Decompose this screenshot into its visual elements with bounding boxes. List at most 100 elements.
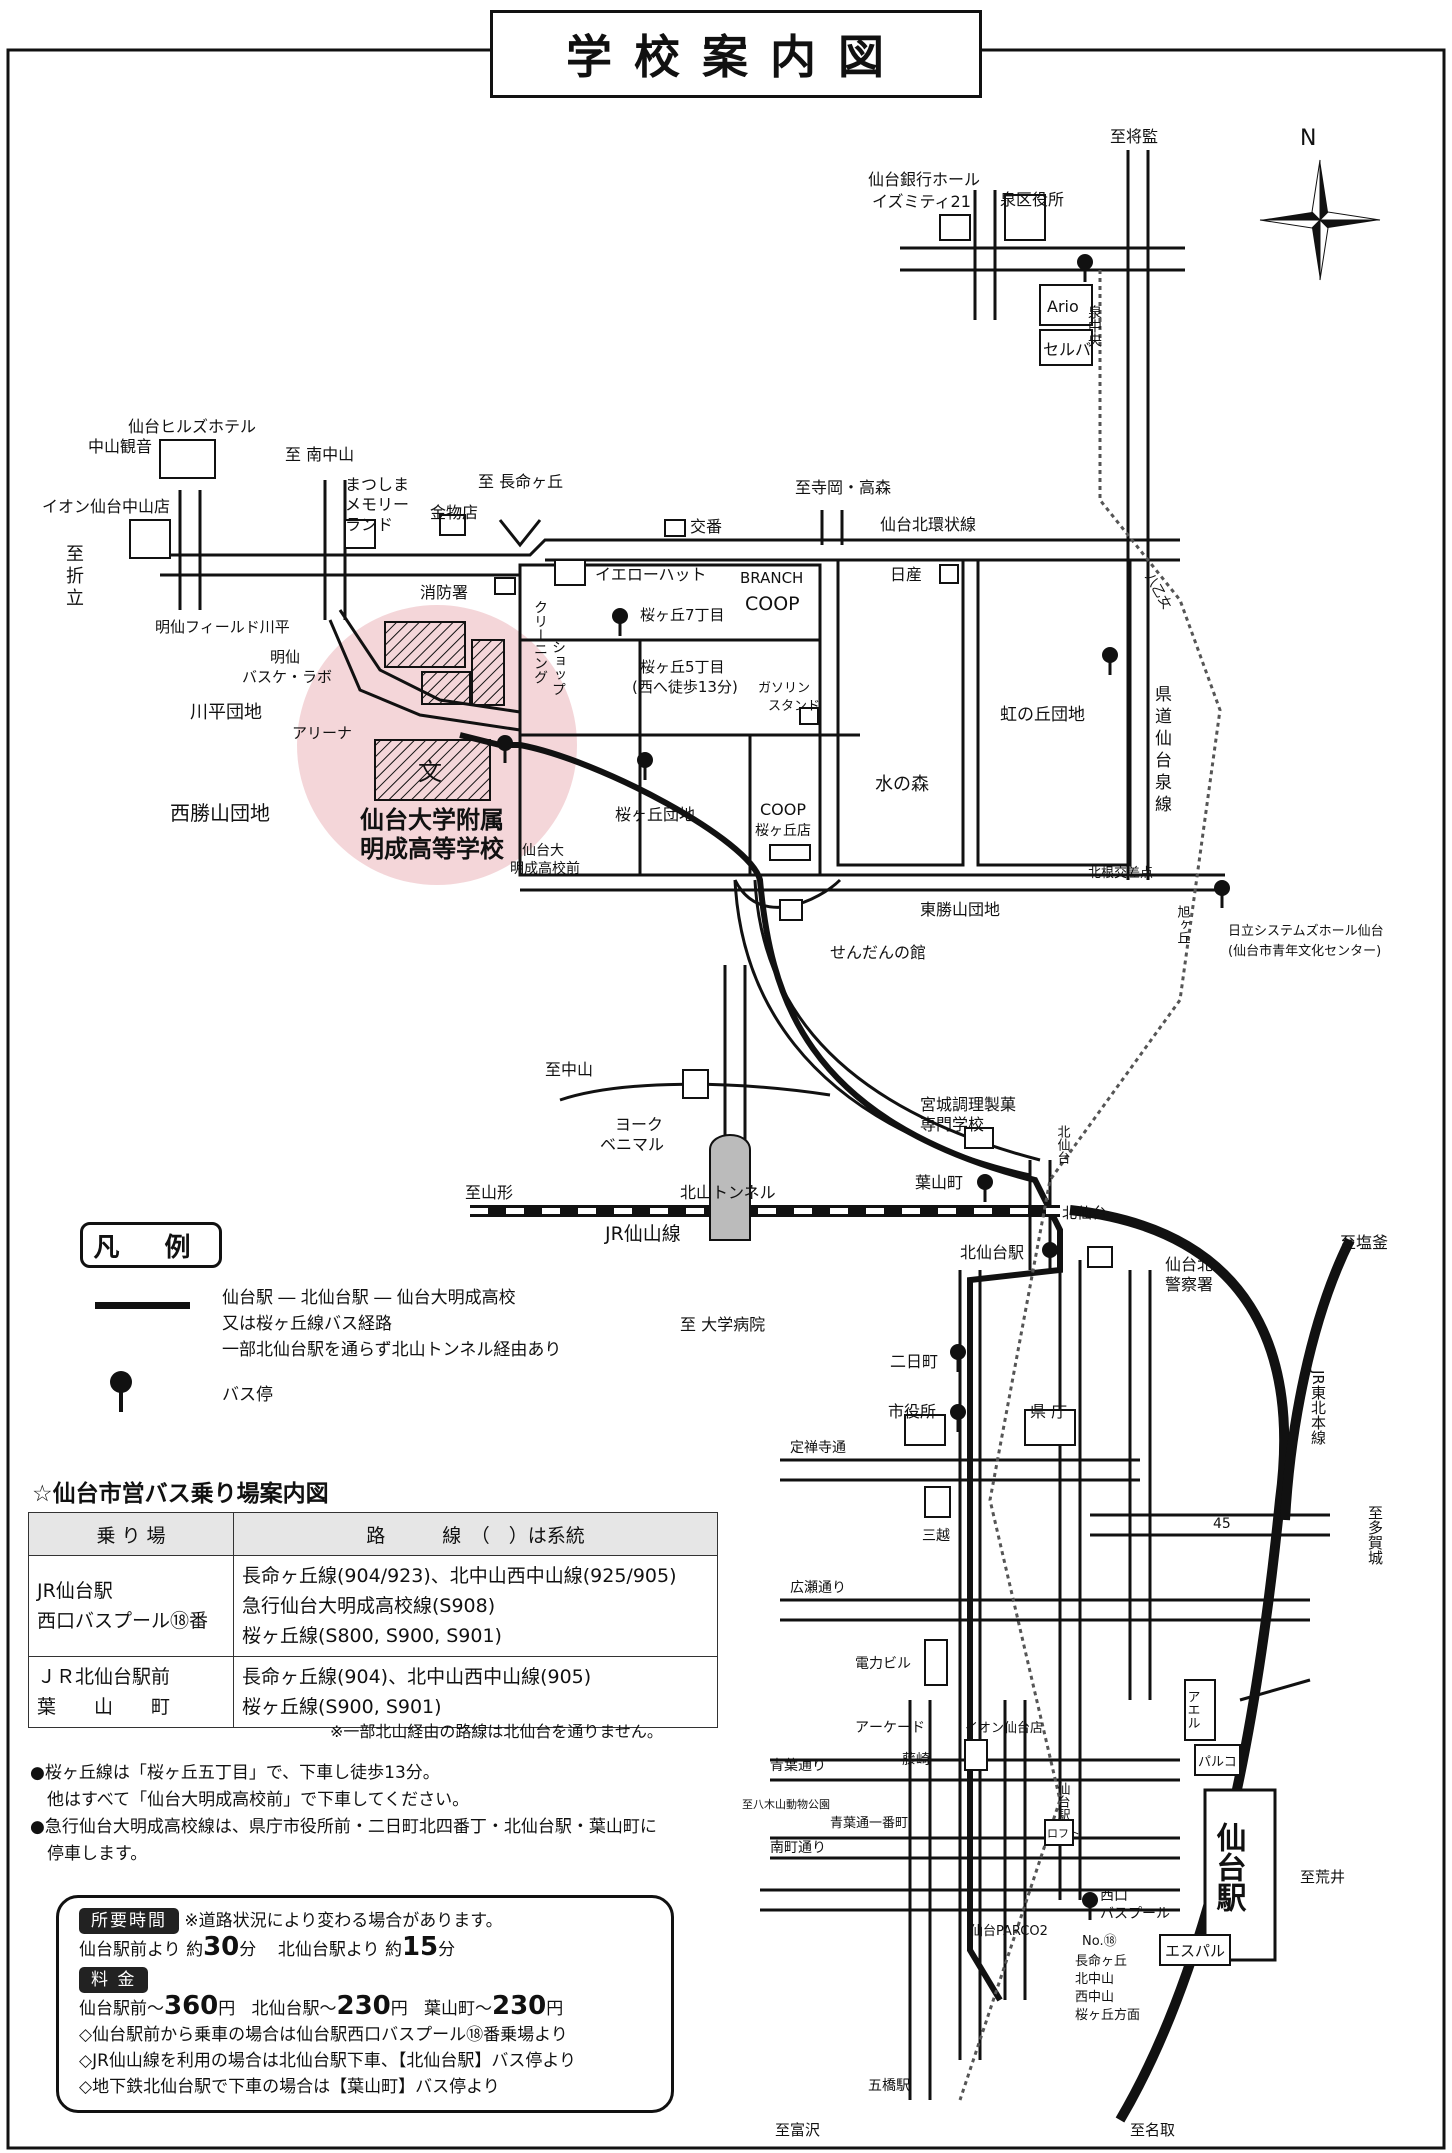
label-niji-danchi: 虹の丘団地 [1000, 705, 1085, 725]
label-futsukamachi: 二日町 [890, 1352, 938, 1371]
label-sendan: せんだんの館 [830, 943, 926, 962]
label-to-oritate-1: 至 [66, 544, 84, 565]
label-hirose: 広瀬通り [790, 1580, 846, 1596]
legend-bus-stop-label: バス停 [222, 1385, 273, 1405]
label-kendo-2: 道 [1155, 707, 1172, 727]
compass-icon [1259, 159, 1381, 281]
label-nishi-katsuyama: 西勝山団地 [170, 801, 270, 825]
label-higashikatsuyama: 東勝山団地 [920, 900, 1000, 919]
legend-bus-stop-icon [110, 1371, 132, 1412]
row2-route-1: 長命ヶ丘線(904)、北中山西中山線(905) [242, 1666, 592, 1688]
school-buildings [374, 621, 505, 801]
time-b-unit: 分 [438, 1940, 456, 1960]
row1-route-2: 急行仙台大明成高校線(S908) [242, 1595, 496, 1617]
row1-route: 長命ヶ丘線(904/923)、北中山西中山線(925/905) 急行仙台大明成高… [233, 1555, 718, 1657]
label-koban: 交番 [690, 517, 722, 536]
label-route45: 45 [1213, 1516, 1231, 1532]
label-kitasendai-eki: 北仙台駅 [960, 1243, 1024, 1262]
row1-route-1: 長命ヶ丘線(904/923)、北中山西中山線(925/905) [242, 1565, 677, 1587]
label-gas-1: ガソリン [758, 681, 810, 696]
info-box: 所要時間 ※道路状況により変わる場合があります。 仙台駅前より 約30分 北仙台… [56, 1895, 674, 2113]
info-bullet-1: ◇仙台駅前から乗車の場合は仙台駅西口バスプール⑱番乗場より [79, 2025, 568, 2045]
label-aeon-nakayama: イオン仙台中山店 [42, 497, 170, 516]
legend-title: 凡 例 [80, 1222, 222, 1268]
label-gas-2: スタンド [768, 699, 820, 714]
label-mizunomori: 水の森 [875, 774, 929, 795]
railway-senzan [470, 1205, 1060, 1217]
label-to-minaminakayama: 至 南中山 [285, 445, 354, 464]
label-baske-2: バスケ・ラボ [242, 668, 332, 686]
label-school-1: 仙台大学附属 [360, 806, 504, 834]
fare-b-value: 230 [336, 1991, 391, 2021]
label-miyagi-cooking-2: 専門学校 [920, 1115, 984, 1134]
label-bun: 文 [418, 758, 442, 786]
label-to-nakayama: 至中山 [545, 1060, 593, 1079]
label-hitachi-1: 日立システムズホール仙台 [1228, 923, 1384, 939]
bus-guide-heading: ☆仙台市営バス乗り場案内図 [32, 1481, 329, 1507]
row2-route: 長命ヶ丘線(904)、北中山西中山線(905) 桜ヶ丘線(S900, S901) [233, 1656, 718, 1728]
label-to-tomizawa: 至富沢 [775, 2121, 820, 2139]
label-kendo-6: 線 [1155, 795, 1172, 815]
label-nishiguchi-2: バスプール [1100, 1906, 1170, 1922]
label-to-oritate-3: 立 [66, 588, 84, 609]
label-kitasendai-line: 北仙台 [1055, 1125, 1071, 1164]
label-arcade: アーケード [855, 1720, 925, 1736]
time-note: ※道路状況により変わる場合があります。 [184, 1911, 503, 1931]
label-matsushima-1: まつしま [345, 475, 409, 494]
map-title: 学校案内図 [490, 10, 982, 98]
notes: ●桜ヶ丘線は「桜ヶ丘五丁目」で、下車し徒歩13分。 他はすべて「仙台大明成高校前… [30, 1760, 730, 1868]
label-nakayama-kannon: 中山観音 [88, 437, 152, 456]
label-sendai-station: 仙台駅 [1211, 1822, 1247, 1913]
label-kitane: 北根交差点 [1088, 865, 1153, 881]
label-meisen-field: 明仙フィールド川平 [155, 618, 290, 636]
label-york-1: ヨーク [615, 1115, 663, 1134]
roads [160, 150, 1330, 2100]
label-hitachi-2: (仙台市青年文化センター) [1228, 943, 1381, 959]
label-york-2: ベニマル [600, 1135, 664, 1154]
label-police-1: 仙台北 [1165, 1255, 1213, 1274]
label-sakuragaoka5-1: 桜ヶ丘5丁目 [640, 658, 725, 676]
note-1: ●桜ヶ丘線は「桜ヶ丘五丁目」で、下車し徒歩13分。 [30, 1763, 440, 1783]
row2-place: ＪＲ北仙台駅前 葉 山 町 [28, 1656, 234, 1728]
label-shishokan: 至将監 [1110, 127, 1158, 146]
label-izumity: イズミティ21 [872, 192, 971, 211]
label-to-nagamachi: 至 長命ヶ丘 [478, 472, 563, 491]
label-seruba: セルバ [1043, 340, 1091, 359]
label-kendo-1: 県 [1155, 685, 1172, 705]
label-police-2: 警察署 [1165, 1275, 1213, 1294]
label-itsutsubashi: 五橋駅 [868, 2078, 910, 2094]
bus-guide-table: 乗 り 場 路 線 （ ）は系統 JR仙台駅 西口バスプール⑱番 長命ヶ丘線(9… [28, 1512, 718, 1728]
label-to-yamagata: 至山形 [465, 1183, 513, 1202]
label-hills-hotel: 仙台ヒルズホテル [128, 417, 256, 436]
col-route: 路 線 （ ）は系統 [233, 1512, 718, 1556]
label-aeon-sendai: イオン仙台店 [965, 1721, 1043, 1736]
label-shobosho: 消防署 [420, 583, 468, 602]
time-b-value: 15 [401, 1932, 439, 1962]
label-parco2: 仙台PARCO2 [970, 1924, 1048, 1939]
label-coop: COOP [745, 593, 800, 615]
label-coop-sakura-1: COOP [760, 800, 806, 819]
label-sendai-bank-hall: 仙台銀行ホール [868, 170, 980, 189]
label-to-daigaku: 至 大学病院 [680, 1315, 765, 1334]
note-4: 停車します。 [30, 1844, 148, 1864]
fare-a-yen: 円 [218, 1999, 236, 2019]
label-no18-dest-4: 桜ヶ丘方面 [1075, 2007, 1140, 2023]
row2-place-2: 葉 山 町 [37, 1696, 171, 1718]
label-kitasendai-station: 北仙台 [1062, 1204, 1107, 1222]
row1-route-3: 桜ヶ丘線(S800, S900, S901) [242, 1625, 502, 1647]
label-kendo-5: 泉 [1155, 773, 1172, 793]
label-cleaning: クリーニング [532, 600, 548, 684]
label-baske-1: 明仙 [270, 648, 300, 666]
label-no18-dest-2: 北中山 [1075, 1972, 1114, 1987]
label-kendo-3: 仙 [1155, 729, 1172, 749]
label-kitayama-tunnel: 北山トンネル [680, 1183, 776, 1202]
label-hayamacho: 葉山町 [915, 1173, 963, 1192]
label-shop: ショップ [550, 640, 566, 696]
label-sakuragaoka-danchi: 桜ヶ丘団地 [615, 805, 695, 824]
label-to-oritate-2: 折 [66, 566, 84, 587]
label-arena: アリーナ [292, 724, 352, 742]
kitayama-tunnel [709, 1134, 751, 1241]
label-kencho: 県 庁 [1030, 1402, 1067, 1421]
row1-place: JR仙台駅 西口バスプール⑱番 [28, 1555, 234, 1657]
